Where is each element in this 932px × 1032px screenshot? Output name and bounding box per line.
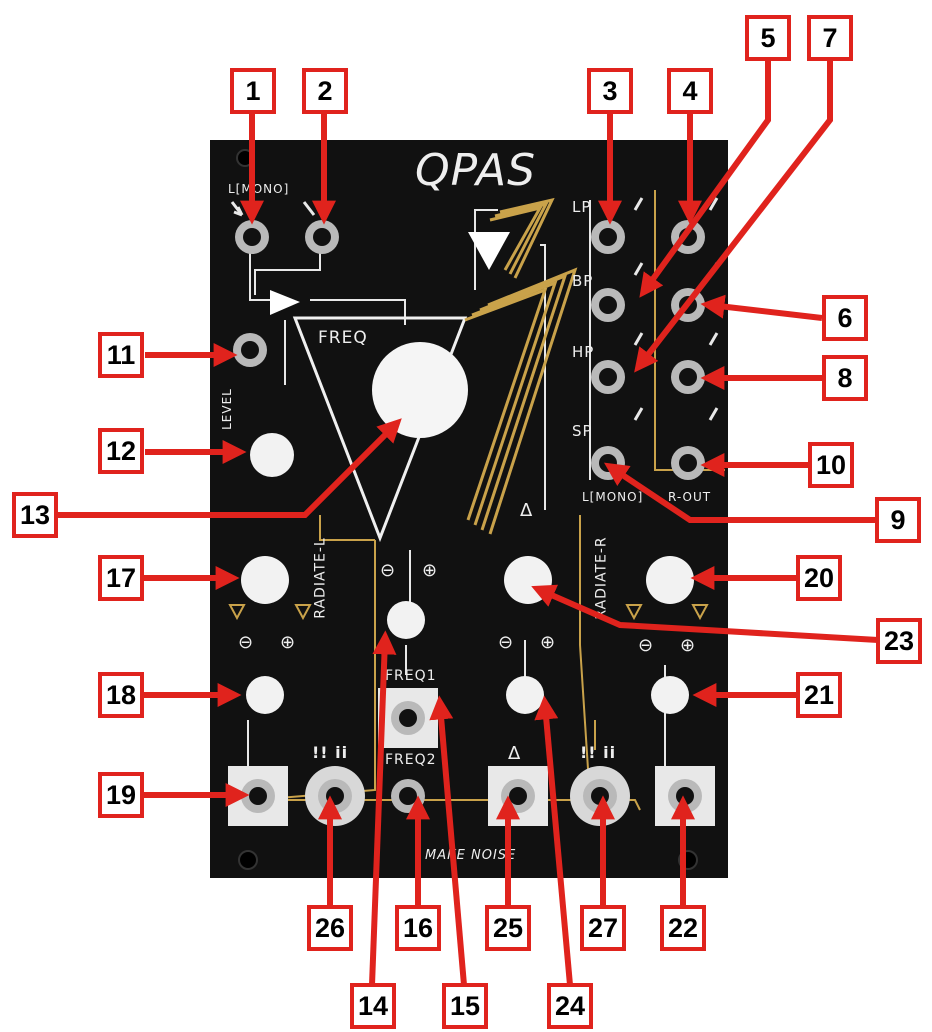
label-minus-l: ⊖ [238,632,255,653]
radiate-lines [464,197,578,535]
output-triangle [468,232,510,270]
callout-5: 5 [745,15,791,61]
callout-27: 27 [580,905,626,951]
knob-radiate-l [241,556,289,604]
callout-14: 14 [350,983,396,1029]
mount-hole-bottom-left [238,850,258,870]
callout-11: 11 [98,332,144,378]
label-freq: FREQ [318,328,368,348]
callout-21: 21 [796,672,842,718]
callout-7: 7 [807,15,853,61]
knob-radiate-l-atten [246,676,284,714]
label-minus-freq: ⊖ [380,560,397,581]
callout-1: 1 [230,68,276,114]
knob-radiate-r [646,556,694,604]
label-bp: BP [572,272,594,290]
module-panel: QPAS L[MONO] FREQ LEVEL LP BP HP SP L[MO… [210,140,728,878]
signal-lines [247,200,666,770]
callout-9: 9 [875,497,921,543]
label-delta-top: Δ [520,500,534,521]
callout-19: 19 [98,772,144,818]
callout-15: 15 [442,983,488,1029]
label-delta-bottom: Δ [508,743,522,764]
label-hp: HP [572,343,595,361]
label-freq2: FREQ2 [385,752,437,768]
callout-20: 20 [796,555,842,601]
callout-13: 13 [12,492,58,538]
callout-22: 22 [660,905,706,951]
callout-6: 6 [822,295,868,341]
knob-radiate-r-atten [651,676,689,714]
knob-q [504,556,552,604]
callout-25: 25 [485,905,531,951]
callout-26: 26 [307,905,353,951]
mount-hole-bottom-right [678,850,698,870]
callout-10: 10 [808,442,854,488]
knob-freq [372,342,468,438]
callout-24: 24 [547,983,593,1029]
label-plus-q: ⊕ [540,632,557,653]
knob-q-atten [506,676,544,714]
label-exclaim-r: !! ii [580,743,617,762]
label-exclaim-l: !! ii [312,743,349,762]
callout-4: 4 [667,68,713,114]
callout-3: 3 [587,68,633,114]
label-minus-r: ⊖ [638,635,655,656]
callout-8: 8 [822,355,868,401]
callout-16: 16 [395,905,441,951]
label-lp: LP [572,198,592,216]
label-l-mono-in: L[MONO] [228,182,290,196]
label-radiate-l: RADIATE-L [312,537,329,619]
callout-23: 23 [876,618,922,664]
callout-2: 2 [302,68,348,114]
vca-triangle [270,290,300,315]
callout-18: 18 [98,672,144,718]
knob-level [250,433,294,477]
label-level: LEVEL [219,388,234,430]
label-plus-r: ⊕ [680,635,697,656]
mount-hole-top-left [236,149,254,167]
maker-logo: MAKE NOISE [425,848,517,863]
callout-12: 12 [98,428,144,474]
module-title: QPAS [415,145,537,196]
label-plus-freq: ⊕ [422,560,439,581]
label-plus-l: ⊕ [280,632,297,653]
label-minus-q: ⊖ [498,632,515,653]
callout-17: 17 [98,555,144,601]
label-radiate-r: RADIATE-R [593,536,610,620]
panel-graphics [210,140,728,878]
label-l-mono-out: L[MONO] [582,490,644,504]
label-freq1: FREQ1 [385,668,437,684]
label-r-out: R-OUT [668,490,712,504]
knob-freq-atten [387,601,425,639]
label-sp: SP [572,422,593,440]
